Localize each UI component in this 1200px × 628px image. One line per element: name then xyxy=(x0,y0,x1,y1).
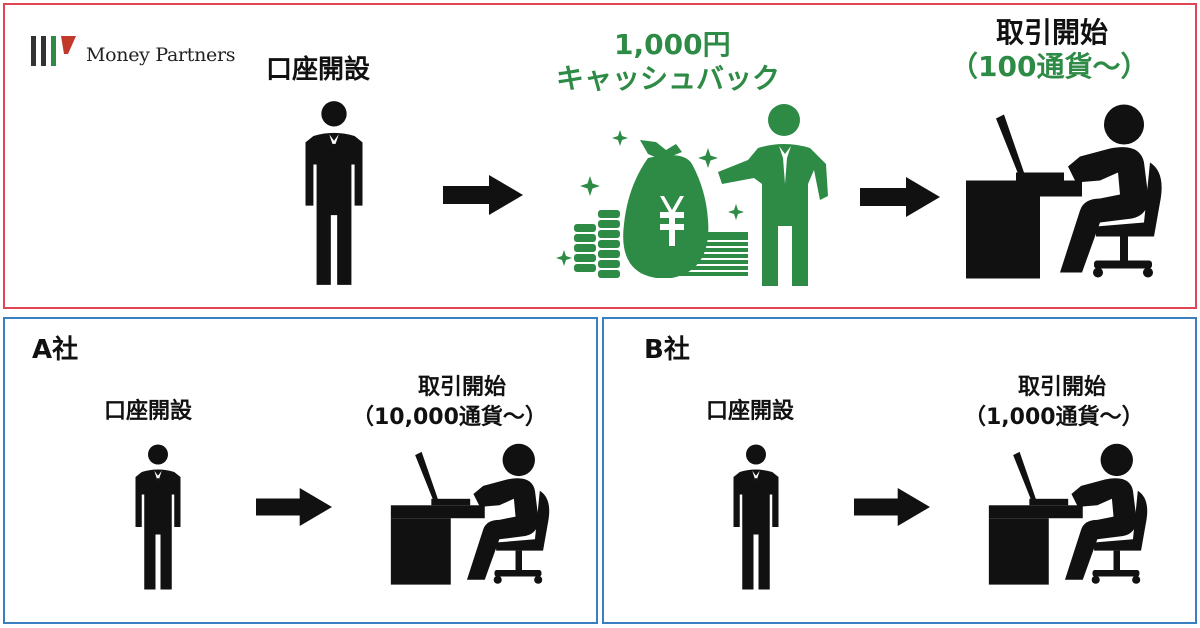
businessman-icon xyxy=(294,98,374,288)
company-b-panel xyxy=(602,317,1197,624)
arrow-right-icon xyxy=(854,488,930,526)
company-b-start-sub: （1,000通貨～） xyxy=(964,405,1144,430)
top-start-sub: （100通貨～） xyxy=(950,50,1149,83)
company-a-start-label: 取引開始 xyxy=(418,375,507,400)
money-partners-panel xyxy=(3,3,1197,309)
company-b-open-label: 口座開設 xyxy=(706,399,795,424)
top-start-label: 取引開始 xyxy=(996,16,1109,49)
businessman-icon xyxy=(723,442,789,592)
person-at-computer-icon xyxy=(960,100,1170,285)
company-a-name: A社 xyxy=(32,335,79,365)
company-b-start-label: 取引開始 xyxy=(1018,375,1107,400)
person-at-computer-icon xyxy=(386,440,556,590)
presenting-businessman-icon xyxy=(718,104,828,286)
sparkle-icon xyxy=(556,250,572,266)
company-a-open-label: 口座開設 xyxy=(104,399,193,424)
sparkle-icon xyxy=(580,176,600,196)
company-a-panel xyxy=(3,317,598,624)
logo-mark-icon xyxy=(31,36,76,66)
coin-stack-icon xyxy=(574,210,620,278)
logo-text: Money Partners xyxy=(86,44,236,66)
top-open-label: 口座開設 xyxy=(266,55,371,85)
cashback-illustration xyxy=(556,104,828,286)
company-a-start-sub: （10,000通貨～） xyxy=(352,405,547,430)
cashback-label: キャッシュバック xyxy=(556,62,781,95)
person-at-computer-icon xyxy=(984,440,1154,590)
arrow-right-icon xyxy=(443,175,523,215)
sparkle-icon xyxy=(612,130,628,146)
sparkle-icon xyxy=(728,204,744,220)
company-b-name: B社 xyxy=(644,335,690,365)
arrow-right-icon xyxy=(256,488,332,526)
arrow-right-icon xyxy=(860,177,940,217)
banknote-stack-icon xyxy=(678,232,748,276)
sparkle-icon xyxy=(698,148,718,168)
cashback-amount: 1,000円 xyxy=(614,28,731,61)
money-bag-yen-icon xyxy=(623,140,709,278)
businessman-icon xyxy=(125,442,191,592)
